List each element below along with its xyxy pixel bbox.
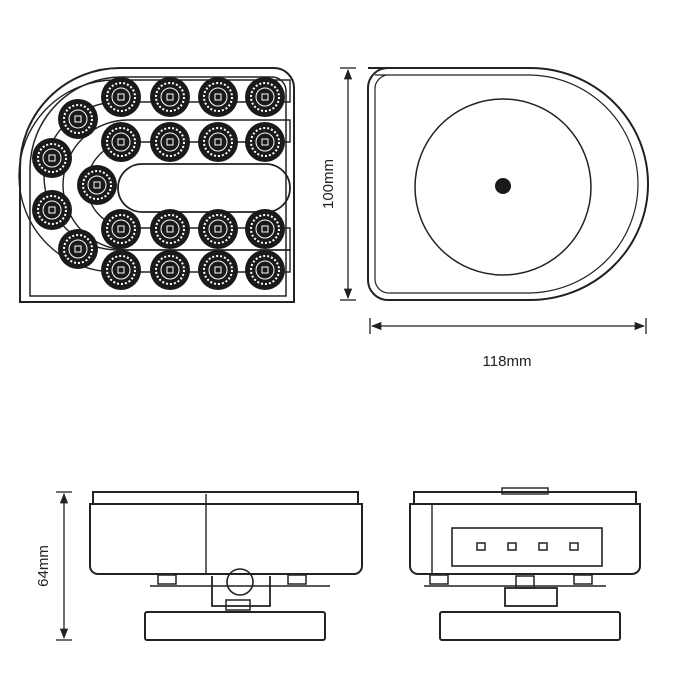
inner-led-channel — [62, 119, 291, 251]
led-5 — [101, 122, 141, 162]
led-16 — [245, 250, 285, 290]
led-3 — [198, 77, 238, 117]
side-swivel-nut — [225, 599, 251, 611]
led-18 — [32, 138, 72, 178]
led-21 — [77, 165, 117, 205]
width-label: 118mm — [483, 353, 532, 370]
rear-housing-inner — [374, 74, 639, 294]
led-4 — [245, 77, 285, 117]
led-2 — [150, 77, 190, 117]
rear-center-hole — [495, 178, 511, 194]
end-view — [409, 487, 641, 641]
end-bolt-left — [429, 574, 449, 585]
led-1 — [101, 77, 141, 117]
center-slot — [117, 163, 291, 213]
led-17 — [58, 99, 98, 139]
led-14 — [150, 250, 190, 290]
rear-housing — [367, 67, 649, 301]
side-view — [89, 491, 363, 641]
end-led-4 — [569, 542, 579, 551]
led-array — [32, 77, 285, 290]
end-led-2 — [507, 542, 517, 551]
side-swivel-knob — [226, 568, 254, 596]
front-outer-housing — [19, 67, 295, 303]
rear-view — [367, 67, 649, 301]
height-dimension — [340, 67, 356, 301]
led-20 — [58, 229, 98, 269]
end-top-tab — [501, 487, 549, 495]
width-dimension — [369, 318, 647, 334]
end-led-row — [476, 542, 579, 551]
front-inner-housing — [29, 76, 287, 297]
side-body — [89, 503, 363, 575]
led-7 — [198, 122, 238, 162]
side-swivel — [211, 576, 271, 607]
led-6 — [150, 122, 190, 162]
depth-dimension — [56, 491, 72, 641]
rear-mount-plate — [414, 98, 592, 276]
end-bolt-right — [573, 574, 593, 585]
led-19 — [32, 190, 72, 230]
led-9 — [101, 209, 141, 249]
end-light-panel — [451, 527, 603, 567]
end-led-1 — [476, 542, 486, 551]
side-top-cap — [92, 491, 359, 505]
led-11 — [198, 209, 238, 249]
side-base — [144, 611, 326, 641]
led-12 — [245, 209, 285, 249]
end-swivel — [504, 587, 558, 607]
side-bolt-right — [287, 574, 307, 585]
end-led-3 — [538, 542, 548, 551]
led-15 — [198, 250, 238, 290]
side-bolt-left — [157, 574, 177, 585]
led-13 — [101, 250, 141, 290]
depth-label: 64mm — [35, 545, 52, 587]
led-10 — [150, 209, 190, 249]
end-base — [439, 611, 621, 641]
led-8 — [245, 122, 285, 162]
height-label: 100mm — [320, 159, 337, 209]
end-body — [409, 503, 641, 575]
